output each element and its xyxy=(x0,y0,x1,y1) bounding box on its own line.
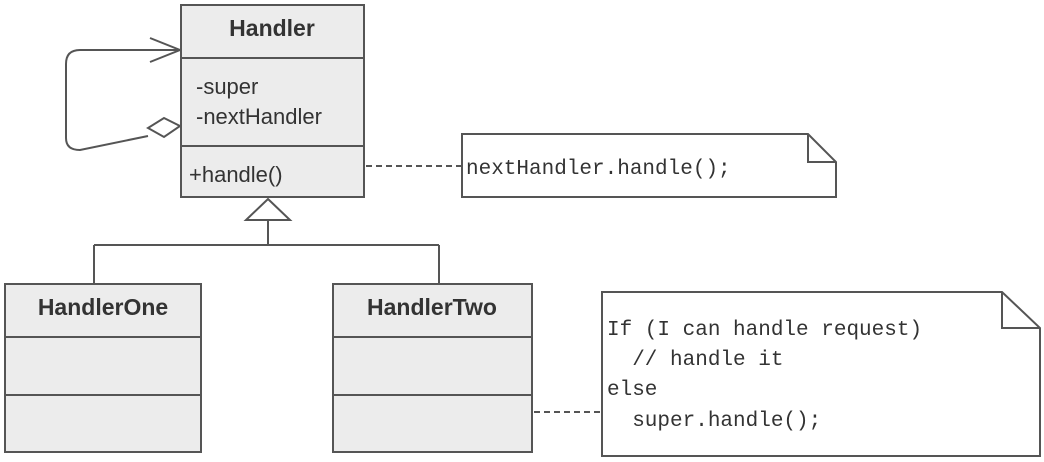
class-name: HandlerTwo xyxy=(367,294,497,320)
self-association xyxy=(65,37,183,152)
class-handler: Handler -super -nextHandler +handle() xyxy=(180,4,365,198)
class-name: HandlerOne xyxy=(38,294,168,320)
note-fold-icon xyxy=(1001,292,1040,329)
note-fold-icon xyxy=(807,134,836,163)
self-association-line xyxy=(65,49,180,152)
note-box xyxy=(461,133,837,198)
aggregation-diamond-icon xyxy=(146,116,182,139)
note-line: super.handle(); xyxy=(607,410,821,433)
operation: +handle() xyxy=(189,162,283,187)
note-logic: If (I can handle request) // handle it e… xyxy=(534,291,1041,457)
inheritance-triangle-icon xyxy=(243,197,293,221)
attribute: -super xyxy=(196,74,258,99)
class-name: Handler xyxy=(229,15,315,41)
attribute: -nextHandler xyxy=(196,104,322,129)
class-box xyxy=(4,283,202,453)
note-box xyxy=(601,291,1041,457)
generalization xyxy=(93,197,440,284)
class-handler-one: HandlerOne xyxy=(4,283,202,453)
class-handler-two: HandlerTwo xyxy=(332,283,533,453)
class-box xyxy=(332,283,533,453)
note-line: If (I can handle request) xyxy=(607,319,922,342)
note-line: else xyxy=(607,379,657,402)
note-line: nextHandler.handle(); xyxy=(466,158,731,181)
note-handle: nextHandler.handle(); xyxy=(366,133,837,198)
note-line: // handle it xyxy=(607,349,783,372)
class-box xyxy=(180,4,365,198)
